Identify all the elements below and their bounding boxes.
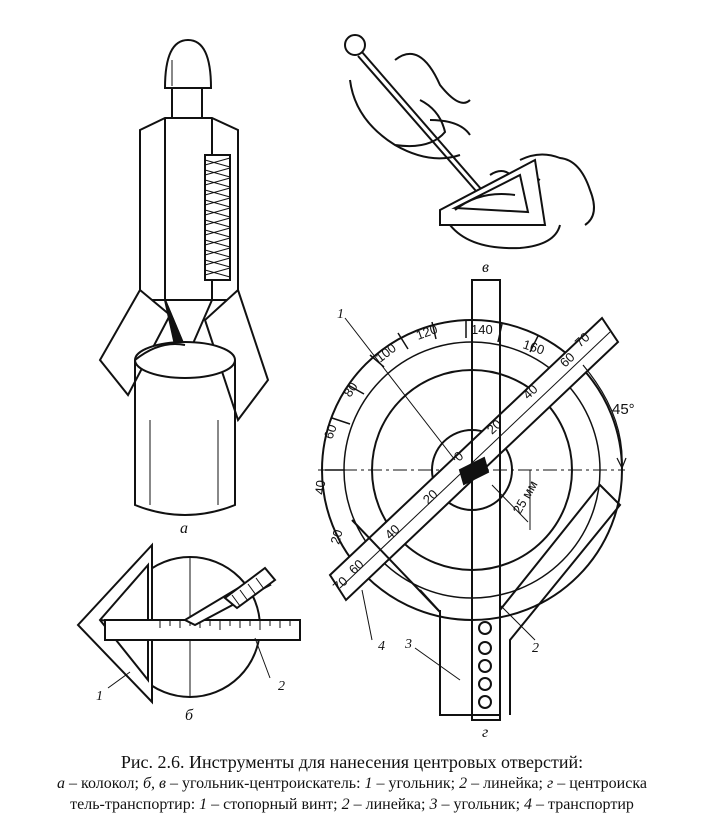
caption-text: – центроиска (553, 775, 647, 792)
caption-title: Рис. 2.6. Инструменты для нанесения цент… (120, 752, 584, 772)
protractor-center-finder-drawing (318, 279, 627, 721)
protractor-tick-label: 160 (521, 337, 546, 358)
part-number-g-2: 2 (532, 641, 539, 656)
caption-ref: г (546, 775, 554, 792)
protractor-tick-label: 60 (321, 422, 340, 441)
caption-line-3: тель-транспортир: 1 – стопорный винт; 2 … (0, 794, 704, 815)
part-number-g-1: 1 (337, 307, 344, 322)
caption-ref: а (57, 775, 66, 792)
protractor-tick-label: 80 (340, 379, 361, 399)
panel-label-b: б (185, 707, 194, 724)
bell-center-punch-drawing (98, 38, 270, 516)
panel-label-g: г (482, 724, 488, 741)
part-number-g-4: 4 (378, 639, 385, 654)
panel-label-v: в (482, 259, 489, 276)
caption-ref: 1 (364, 775, 373, 792)
protractor-tick-label: 40 (312, 480, 328, 496)
caption-ref: 4 (524, 796, 533, 813)
caption-text: – угольник; (372, 775, 460, 792)
caption-text: – линейка; (349, 796, 430, 813)
figure-illustration: а б в г 1 2 1 2 3 4 20 40 60 80 100 120 … (76, 34, 635, 741)
center-finder-square-drawing (76, 542, 301, 705)
caption-ref: 1 (199, 796, 208, 813)
caption-text: – угольник-центроискатель: (165, 775, 365, 792)
caption-text: – линейка; (467, 775, 547, 792)
protractor-tick-label: 20 (327, 528, 345, 546)
figure-caption: Рис. 2.6. Инструменты для нанесения цент… (0, 752, 704, 815)
protractor-tick-label: 140 (471, 322, 493, 337)
caption-text: – колокол; (65, 775, 143, 792)
angle-label: 45° (612, 401, 635, 418)
hands-using-center-finder-drawing (344, 34, 595, 250)
part-number-b-1: 1 (96, 689, 103, 704)
panel-label-a: а (180, 520, 188, 537)
caption-line-2: а – колокол; б, в – угольник-центроискат… (0, 773, 704, 794)
caption-text: – угольник; (437, 796, 525, 813)
caption-text: – транспортир (532, 796, 634, 813)
dimension-label: 25 мм (510, 478, 541, 517)
caption-ref: б, в (142, 775, 166, 792)
part-number-b-2: 2 (278, 679, 285, 694)
caption-ref: 2 (459, 775, 468, 792)
caption-ref: 3 (429, 796, 438, 813)
caption-ref: 2 (341, 796, 350, 813)
part-number-g-3: 3 (404, 637, 412, 652)
protractor-tick-label: 120 (414, 321, 440, 343)
caption-text: тель-транспортир: (70, 796, 200, 813)
caption-text: – стопорный винт; (207, 796, 342, 813)
